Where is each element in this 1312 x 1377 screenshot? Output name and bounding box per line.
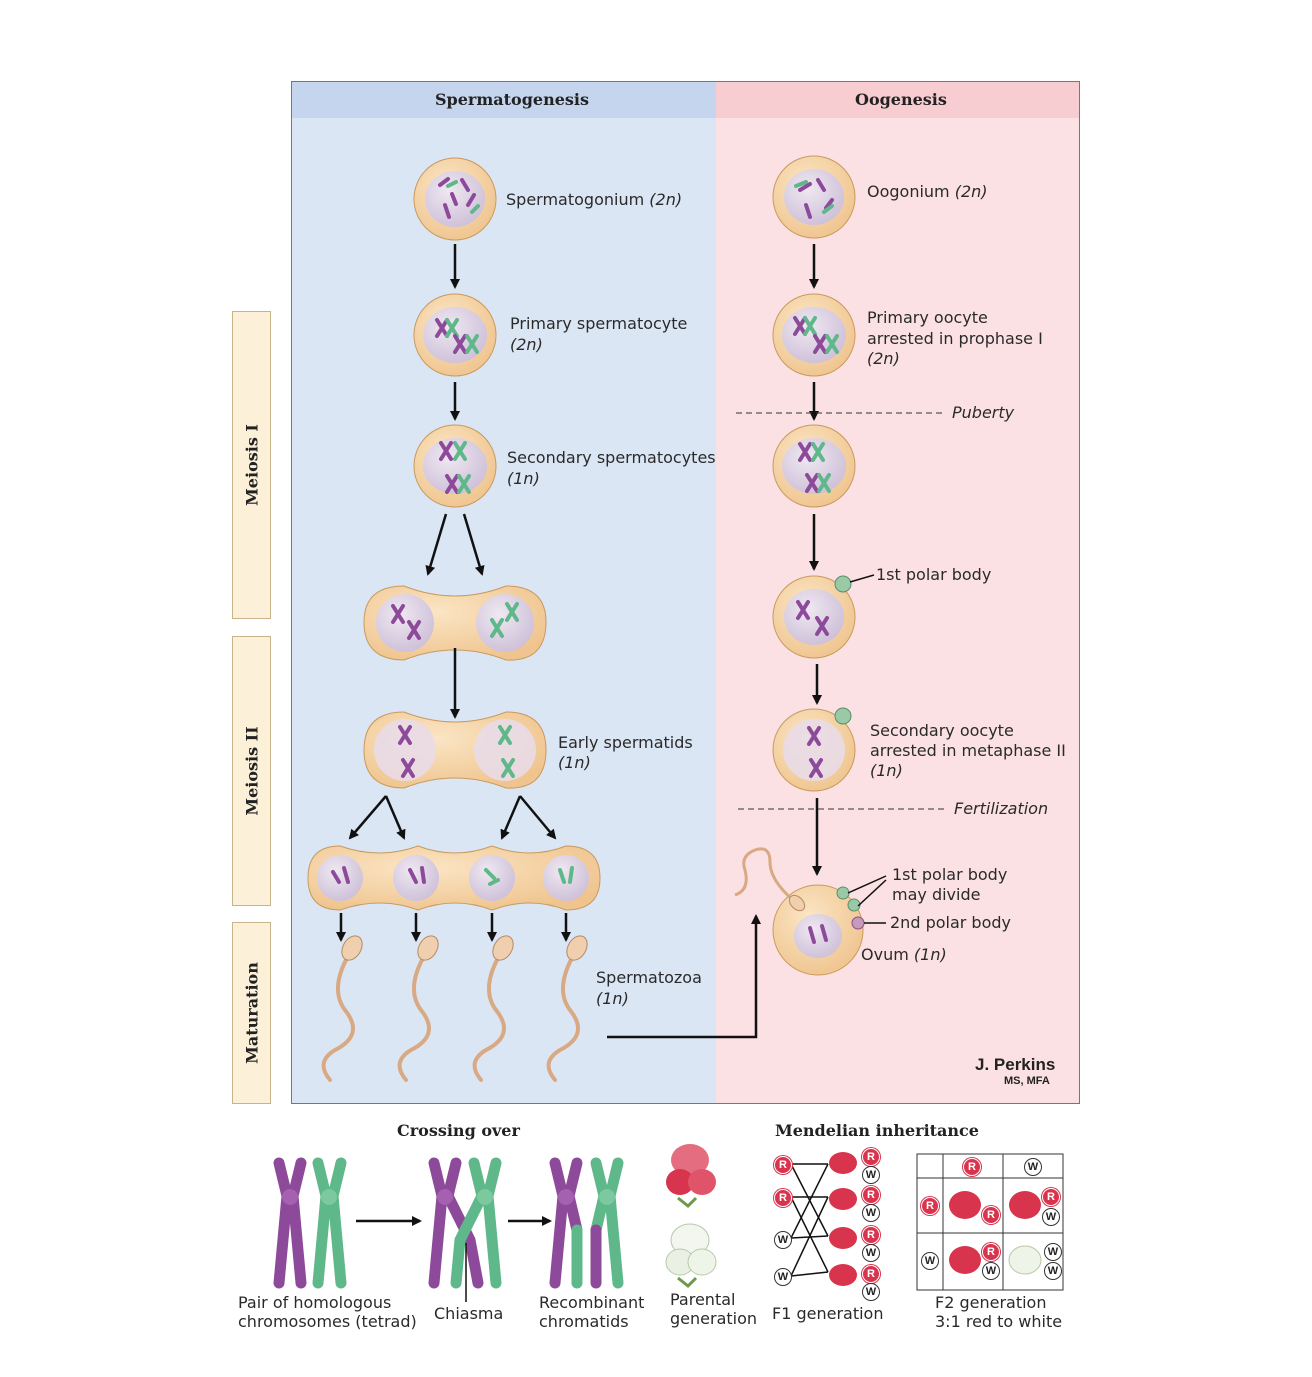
centromeres xyxy=(282,1189,615,1205)
label-f1: F1 generation xyxy=(772,1304,884,1323)
punnett-row-r: R xyxy=(921,1197,939,1215)
label-polar-body-divide-2: may divide xyxy=(892,885,981,904)
label-parental: Parental xyxy=(670,1290,736,1309)
red-flower xyxy=(666,1144,716,1209)
label-primary-oocyte-ploidy: (2n) xyxy=(867,349,900,368)
punnett-square xyxy=(916,1153,1064,1291)
punnett-cell-wr-r: R xyxy=(982,1243,1000,1261)
fertilization-path-arrow xyxy=(607,914,761,1039)
label-spermatogonium: Spermatogonium (2n) xyxy=(506,190,683,209)
label-fertilization: Fertilization xyxy=(954,799,1049,818)
spermatid-chain xyxy=(307,845,601,911)
f1-flowers xyxy=(829,1152,857,1286)
label-first-polar-body: 1st polar body xyxy=(876,565,992,584)
oogenesis-title: Oogenesis xyxy=(855,90,947,109)
allele-w-marker: W xyxy=(862,1283,880,1301)
punnett-cell-ww-2: W xyxy=(1044,1262,1062,1280)
signature-credentials: MS, MFA xyxy=(1004,1075,1050,1087)
crossing-over-title: Crossing over xyxy=(397,1121,520,1140)
label-early-spermatids: Early spermatids xyxy=(558,733,693,752)
allele-r-marker: R xyxy=(774,1156,792,1174)
allele-r-marker: R xyxy=(862,1186,880,1204)
spermatozoa xyxy=(321,956,580,1082)
label-secondary-spermatocytes-ploidy: (1n) xyxy=(507,469,540,488)
secondary-oocyte-cell xyxy=(772,707,856,792)
secondary-spermatocyte-cell xyxy=(413,424,497,508)
allele-w-marker: W xyxy=(862,1204,880,1222)
stage-meiosis-2: Meiosis II xyxy=(232,636,271,906)
leader-lines xyxy=(847,574,887,924)
label-secondary-oocyte: Secondary oocyte xyxy=(870,721,1014,740)
label-parental-2: generation xyxy=(670,1309,758,1328)
oogenesis-header-bar xyxy=(716,81,1079,118)
allele-r-marker: R xyxy=(862,1148,880,1166)
label-polar-body-divide: 1st polar body xyxy=(892,865,1008,884)
label-f2: F2 generation xyxy=(935,1293,1047,1312)
white-flower xyxy=(665,1223,717,1289)
allele-w-marker: W xyxy=(774,1231,792,1249)
allele-r-marker: R xyxy=(862,1265,880,1283)
stage-maturation: Maturation xyxy=(232,922,271,1104)
allele-r-marker: R xyxy=(774,1189,792,1207)
label-secondary-oocyte-arrest: arrested in metaphase II xyxy=(870,741,1066,760)
punnett-cell-ww-1: W xyxy=(1044,1243,1062,1261)
signature-name: J. Perkins xyxy=(975,1055,1056,1074)
label-spermatozoa: Spermatozoa xyxy=(596,968,702,987)
spermatogonium-cell xyxy=(413,157,497,241)
oocyte-metaphase-1-cell xyxy=(772,424,856,508)
label-recombinant-2: chromatids xyxy=(539,1312,629,1331)
allele-w-marker: W xyxy=(774,1268,792,1286)
allele-w-marker: W xyxy=(862,1244,880,1262)
oocyte-with-polar-body xyxy=(772,575,856,659)
allele-w-marker: W xyxy=(862,1166,880,1184)
dashed-markers xyxy=(736,412,948,810)
punnett-cell-rr: R xyxy=(982,1206,1000,1224)
label-secondary-oocyte-ploidy: (1n) xyxy=(870,761,903,780)
primary-spermatocyte-cell xyxy=(413,293,497,377)
mendelian-title: Mendelian inheritance xyxy=(775,1121,979,1140)
punnett-cell-wr-w: W xyxy=(982,1262,1000,1280)
crossing-over-diagram xyxy=(273,1157,624,1289)
label-primary-spermatocyte: Primary spermatocyte xyxy=(510,314,688,333)
label-secondary-spermatocytes: Secondary spermatocytes xyxy=(507,448,716,467)
punnett-header-w: W xyxy=(1024,1158,1042,1176)
label-early-spermatids-ploidy: (1n) xyxy=(558,753,591,772)
label-primary-oocyte: Primary oocyte xyxy=(867,308,988,327)
punnett-cell-rw-w: W xyxy=(1042,1208,1060,1226)
oogonium-cell xyxy=(772,155,856,239)
spermatogenesis-header-bar xyxy=(291,81,716,118)
panel-border xyxy=(291,81,1080,1104)
label-recombinant: Recombinant xyxy=(539,1293,645,1312)
punnett-header-r: R xyxy=(963,1158,981,1176)
ovum-cell xyxy=(734,847,865,976)
label-chiasma: Chiasma xyxy=(434,1304,504,1323)
allele-r-marker: R xyxy=(862,1226,880,1244)
oogenesis-arrows xyxy=(809,244,822,876)
primary-oocyte-cell xyxy=(772,293,856,377)
sperm-heads xyxy=(341,935,588,961)
stage-meiosis-1: Meiosis I xyxy=(232,311,271,619)
spermatogenesis-arrows xyxy=(336,244,571,942)
spermatogenesis-title: Spermatogenesis xyxy=(435,90,589,109)
label-homologous-pair-2: chromosomes (tetrad) xyxy=(238,1312,417,1331)
early-spermatid-pair xyxy=(363,711,547,789)
punnett-flowers xyxy=(949,1191,1042,1275)
label-primary-oocyte-arrest: arrested in prophase I xyxy=(867,329,1043,348)
label-puberty: Puberty xyxy=(952,403,1015,422)
punnett-row-w: W xyxy=(921,1252,939,1270)
punnett-cell-rw-r: R xyxy=(1042,1188,1060,1206)
label-primary-spermatocyte-ploidy: (2n) xyxy=(510,335,543,354)
label-ovum: Ovum (1n) xyxy=(861,945,947,964)
label-spermatozoa-ploidy: (1n) xyxy=(596,989,629,1008)
label-homologous-pair: Pair of homologous xyxy=(238,1293,392,1312)
label-oogonium: Oogonium (2n) xyxy=(867,182,988,201)
f1-cross-lines xyxy=(790,1163,829,1277)
dividing-cell-pair-1 xyxy=(363,585,547,661)
label-second-polar-body: 2nd polar body xyxy=(890,913,1011,932)
label-f2-ratio: 3:1 red to white xyxy=(935,1312,1063,1331)
